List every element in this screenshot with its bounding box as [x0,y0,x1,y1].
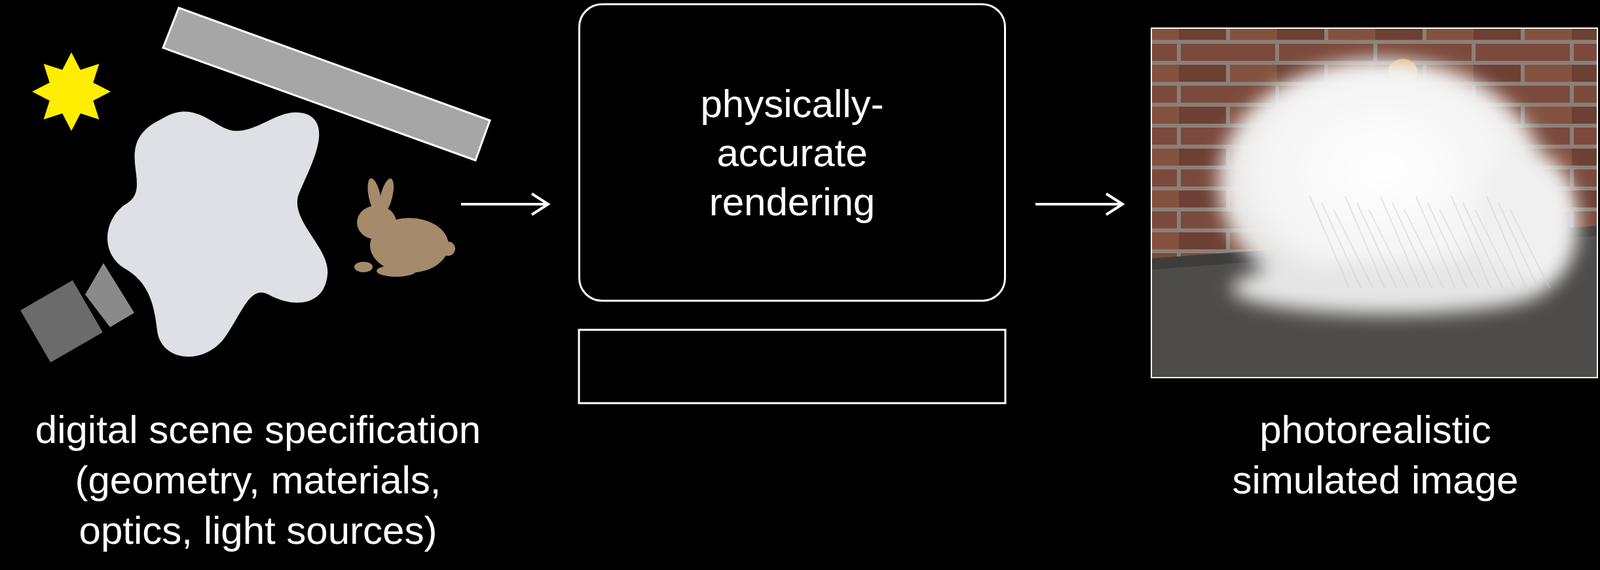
sun-rays [32,52,111,131]
fur-strand [1392,203,1432,289]
fur-strand [1415,196,1456,289]
flow-arrow [461,193,549,215]
fur-strand [1368,209,1409,289]
process-box: physically-accurate rendering [578,3,1006,302]
fur-strand [1404,209,1444,289]
caption-text: digital scene specification (geometry, m… [22,404,494,557]
fur-strand [1357,203,1397,289]
camera-icon [20,263,135,363]
image-frame [1151,28,1598,378]
fur-strand [1333,209,1373,289]
empty-box [578,330,1006,404]
sun-disc [49,69,94,114]
fur-strand [1345,196,1385,289]
fur-strand [1498,203,1538,289]
rendered-image [1150,27,1599,379]
box-label: physically-accurate rendering [641,79,944,227]
scene-geometry [107,111,328,357]
fur-strand [1427,203,1468,289]
fur-strand [1463,203,1503,289]
fur-strand [1439,209,1479,289]
fur-strand [1380,196,1420,289]
caption-text: photorealistic simulated image [1211,404,1540,506]
fur-strand [1321,203,1361,289]
fur-strand [1309,196,1350,289]
bunny-icon [354,177,456,278]
fur-strand [1451,196,1491,289]
flow-arrow [1035,193,1123,215]
fur-strand [1474,209,1515,289]
fur-strand [1486,196,1526,289]
sun-icon [32,52,111,131]
fur-strand [1510,209,1550,289]
